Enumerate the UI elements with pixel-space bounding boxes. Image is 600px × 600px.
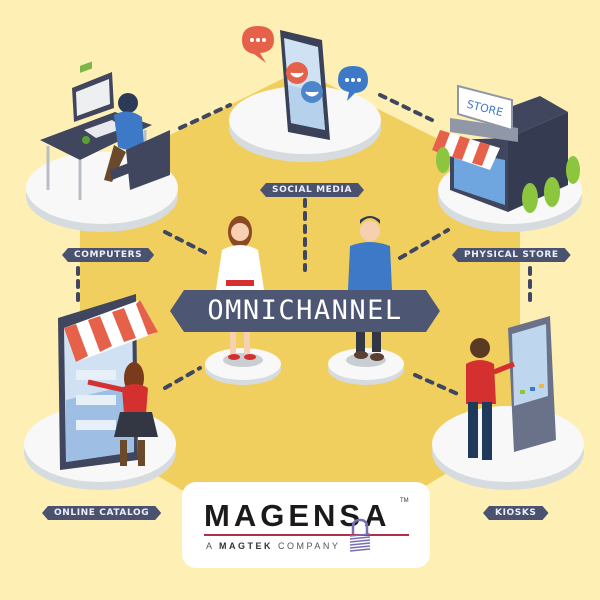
platform-kiosks [432, 406, 584, 490]
woman-figure-icon [216, 216, 264, 360]
omnichannel-banner: OMNICHANNEL [170, 290, 440, 332]
connector-lines [76, 93, 532, 397]
label-physical-store: PHYSICAL STORE [452, 248, 571, 262]
man-figure-icon [348, 216, 392, 361]
platform-person-right [328, 348, 404, 385]
platform-person-left [205, 348, 281, 385]
desktop-computer-user-icon [40, 61, 170, 200]
label-social-media: SOCIAL MEDIA [260, 183, 364, 197]
tagline-suffix: COMPANY [278, 541, 341, 551]
padlock-icon [349, 518, 371, 552]
storefront-icon [432, 84, 580, 213]
logo-trademark: TM [400, 498, 409, 504]
label-computers: COMPUTERS [62, 248, 154, 262]
label-kiosks: KIOSKS [483, 506, 549, 520]
logo-underline [204, 534, 409, 536]
smartphone-chat-icon [242, 26, 368, 140]
magensa-logo: MAGENSA TM A MAGTEK COMPANY [182, 482, 430, 568]
logo-brand-text: MAGENSA [204, 498, 391, 533]
tagline-prefix: A [206, 541, 215, 551]
online-catalog-tablet-icon [58, 294, 158, 470]
logo-tagline: A MAGTEK COMPANY [206, 541, 340, 551]
kiosk-terminal-icon [466, 316, 556, 460]
tagline-company: MAGTEK [219, 541, 274, 551]
label-online-catalog: ONLINE CATALOG [42, 506, 161, 520]
